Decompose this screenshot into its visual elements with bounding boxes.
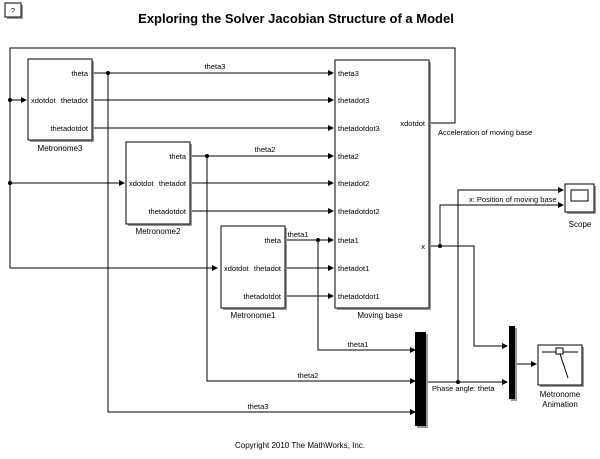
metronome1-block[interactable]: theta thetadot thetadotdot xdotdot: [220, 225, 287, 310]
branch-dot: [316, 238, 320, 242]
theta3-to-mux-wire[interactable]: [107, 73, 416, 415]
input-port-label: theta2: [338, 152, 359, 161]
signal-label: theta2: [298, 371, 319, 380]
output-port-label: theta: [71, 69, 89, 78]
animation-name-line2: Animation: [542, 400, 578, 409]
signal-label: Phase angle: theta: [432, 384, 495, 393]
output-port-label: thetadot: [159, 179, 187, 188]
signal-label: theta3: [205, 62, 226, 71]
branch-dot: [205, 154, 209, 158]
metronome1-name: Metronome1: [231, 311, 276, 320]
input-port-label: thetadot2: [338, 179, 369, 188]
animation-pendulum-icon: [559, 353, 569, 379]
phase-to-scope-wire[interactable]: [427, 187, 564, 383]
metronome3-block[interactable]: theta thetadot thetadotdot xdotdot: [27, 58, 94, 142]
help-button[interactable]: ?: [4, 2, 23, 19]
x-to-scope-wire[interactable]: [429, 202, 564, 247]
input-port-label: thetadotdot3: [338, 124, 380, 133]
input-port-label: thetadot3: [338, 96, 369, 105]
theta1-to-mux-wire[interactable]: [317, 240, 416, 353]
help-button-label: ?: [11, 6, 15, 15]
output-port-label: theta: [169, 152, 187, 161]
signal-label: theta3: [248, 402, 269, 411]
input-port-label: xdotdot: [31, 96, 57, 105]
metronome-animation-block[interactable]: [537, 344, 584, 387]
output-port-label: x: [421, 242, 425, 251]
output-port-label: theta: [264, 236, 282, 245]
output-port-label: thetadotdot: [243, 292, 281, 301]
theta2-to-mux-wire[interactable]: [206, 156, 416, 384]
branch-dot: [8, 98, 12, 102]
output-port-label: thetadot: [61, 96, 89, 105]
animation-mux-block[interactable]: [509, 326, 517, 401]
metronome2-block[interactable]: theta thetadot thetadotdot xdotdot: [125, 141, 192, 226]
copyright-text: Copyright 2010 The MathWorks, Inc.: [235, 441, 365, 450]
scope-block[interactable]: [564, 183, 596, 214]
signal-label: theta2: [255, 145, 276, 154]
branch-dot: [438, 244, 442, 248]
input-port-label: xdotdot: [129, 179, 155, 188]
output-port-label: xdotdot: [400, 119, 426, 128]
input-port-label: thetadotdot1: [338, 292, 380, 301]
branch-dot: [106, 71, 110, 75]
input-port-label: theta1: [338, 236, 359, 245]
animation-cart-icon: [555, 347, 564, 355]
input-port-label: thetadot1: [338, 264, 369, 273]
output-port-label: thetadot: [254, 264, 282, 273]
animation-name-line1: Metronome: [540, 390, 581, 399]
metronome3-name: Metronome3: [38, 144, 83, 153]
branch-dot: [456, 380, 460, 384]
scope-screen-icon: [570, 189, 589, 202]
signal-label: x: Position of moving base: [469, 195, 557, 204]
x-to-animation-mux-wire[interactable]: [440, 245, 508, 349]
output-port-label: thetadotdot: [50, 124, 88, 133]
branch-dot: [8, 181, 12, 185]
input-port-label: thetadotdot2: [338, 207, 380, 216]
signal-label: theta1: [288, 230, 309, 239]
input-port-label: xdotdot: [224, 264, 250, 273]
signal-label: theta1: [348, 340, 369, 349]
signal-label: Acceleration of moving base: [438, 128, 532, 137]
moving-base-block[interactable]: theta3 thetadot3 thetadotdot3 theta2 the…: [334, 59, 431, 310]
input-port-label: theta3: [338, 69, 359, 78]
diagram-title: Exploring the Solver Jacobian Structure …: [138, 11, 454, 26]
output-port-label: thetadotdot: [148, 207, 186, 216]
accel-feedback-wire[interactable]: [9, 47, 456, 271]
phase-mux-block[interactable]: [415, 332, 428, 428]
metronome2-name: Metronome2: [136, 227, 181, 236]
scope-name: Scope: [569, 220, 592, 229]
moving-base-name: Moving base: [357, 311, 403, 320]
